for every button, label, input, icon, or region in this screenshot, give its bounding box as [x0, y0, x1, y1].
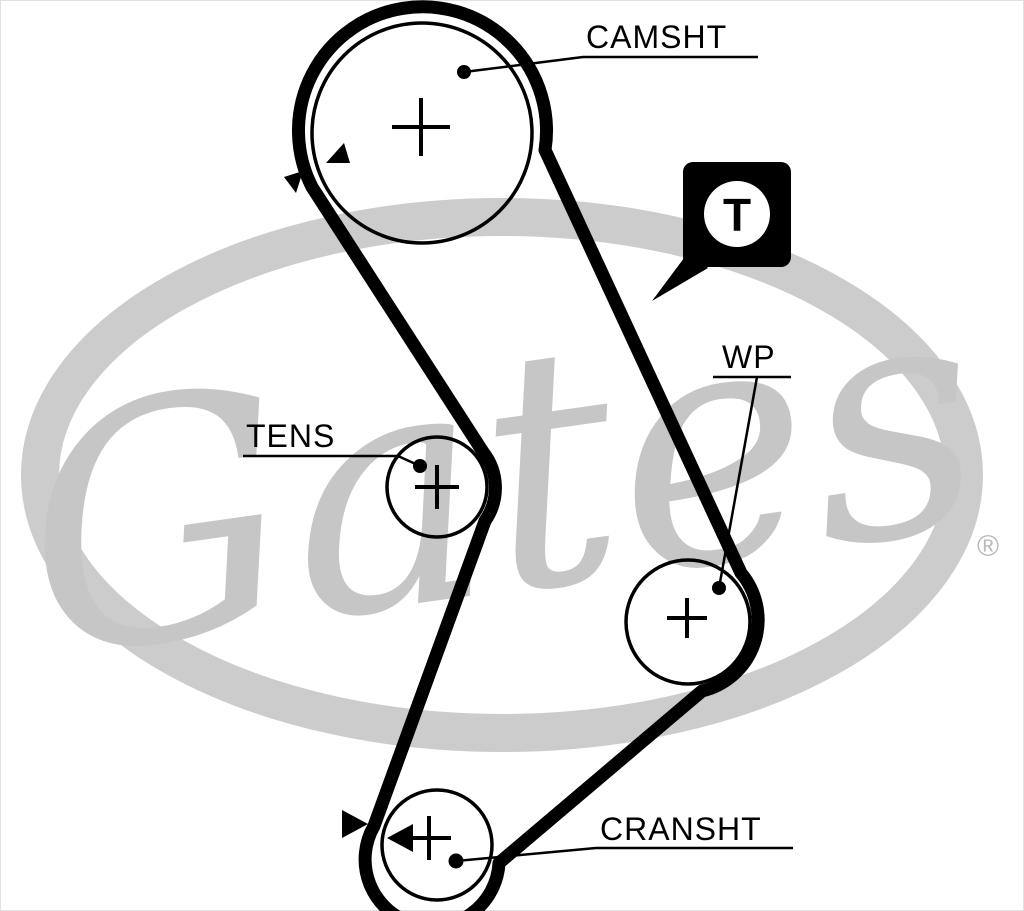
- registered-trademark-symbol: ®: [977, 530, 999, 563]
- crankshaft-leader-dot: [448, 853, 464, 869]
- crankshaft-leader-line: [455, 846, 597, 863]
- water-pump-center-cross-icon: [667, 598, 707, 638]
- camshaft-pulley: CAMSHT: [310, 19, 758, 245]
- crankshaft-center-cross-icon: [407, 816, 451, 860]
- tensioner-pulley: TENS: [243, 418, 489, 539]
- camshaft-label: CAMSHT: [586, 19, 727, 55]
- water-pump-pulley: WP: [624, 339, 791, 686]
- balloon-circle: [704, 181, 770, 247]
- crankshaft-alignment-marks: [342, 810, 413, 852]
- water-pump-pulley-circle: [624, 558, 752, 686]
- gates-watermark: Gates ®: [1, 198, 1003, 752]
- tensioner-pulley-circle: [385, 435, 489, 539]
- camshaft-leader-dot: [457, 65, 471, 79]
- alignment-triangle-upper-icon: [326, 143, 350, 163]
- tensioner-leader-dot: [413, 459, 427, 473]
- timing-belt-path: [292, 0, 765, 911]
- alignment-triangle-right-icon: [387, 824, 413, 852]
- camshaft-alignment-marks: [284, 143, 350, 193]
- crankshaft-pulley-circle: [380, 788, 494, 902]
- watermark-oval-swoosh: [21, 198, 983, 752]
- camshaft-center-cross-icon: [392, 98, 450, 156]
- alignment-triangle-left-icon: [342, 810, 368, 838]
- timing-mark-balloon: T: [652, 162, 791, 301]
- timing-mark-label: T: [723, 189, 751, 241]
- crankshaft-label: CRANSHT: [600, 811, 762, 847]
- camshaft-pulley-circle: [310, 21, 534, 245]
- crankshaft-pulley: CRANSHT: [380, 788, 793, 902]
- water-pump-leader-dot: [712, 581, 726, 595]
- tensioner-center-cross-icon: [415, 465, 459, 509]
- alignment-triangle-lower-icon: [284, 171, 303, 193]
- tensioner-label: TENS: [246, 418, 335, 454]
- camshaft-leader-line: [463, 55, 584, 74]
- water-pump-leader-line: [717, 376, 759, 589]
- water-pump-label: WP: [722, 339, 776, 375]
